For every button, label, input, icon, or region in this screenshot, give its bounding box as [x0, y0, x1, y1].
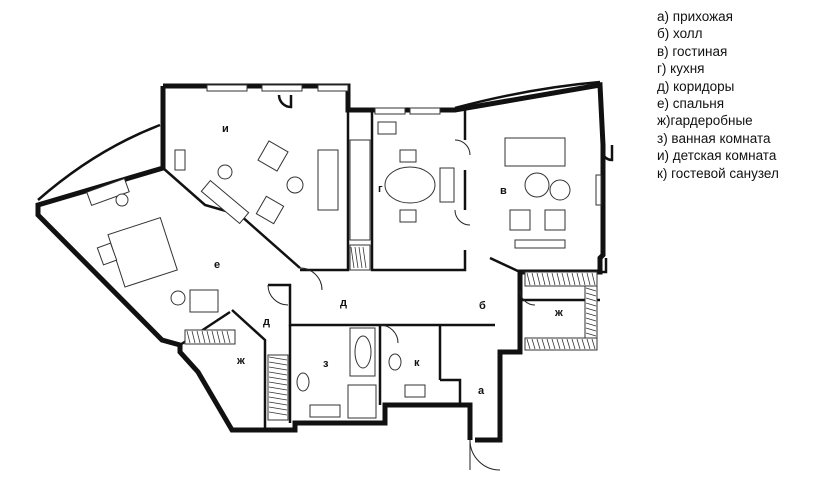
room-label-b: б	[479, 300, 486, 312]
hatch-line	[585, 332, 597, 337]
doors	[267, 139, 536, 471]
hatch-line	[268, 366, 288, 371]
hatch-line	[571, 338, 576, 350]
hatch-line	[206, 330, 211, 344]
hatch-line	[268, 406, 288, 411]
hatch-line	[591, 338, 596, 350]
hatch-line	[526, 338, 531, 350]
hatch-line	[350, 246, 355, 269]
hatch-line	[586, 272, 591, 286]
hatch-line	[585, 317, 597, 322]
hatch-line	[546, 338, 551, 350]
hatch-line	[226, 330, 231, 344]
wardrobe-hatching	[184, 244, 598, 421]
legend-item: г) кухня	[657, 61, 705, 77]
room-label-i: и	[222, 123, 229, 135]
hatch-line	[585, 297, 597, 302]
hatch-line	[551, 338, 556, 350]
hatch-line	[591, 272, 596, 286]
legend-item: и) детская комната	[657, 148, 777, 164]
room-label-k: к	[414, 357, 420, 369]
legend-item: е) спальня	[657, 96, 724, 112]
hatch-line	[576, 272, 581, 286]
hatch-line	[585, 292, 597, 297]
room-label-a: а	[478, 385, 485, 397]
hatch-line	[221, 330, 226, 344]
hatch-line	[586, 338, 591, 350]
hatch-line	[268, 376, 288, 381]
hatch-line	[196, 330, 201, 344]
hatch-line	[358, 246, 363, 269]
legend-item: в) гостиная	[657, 43, 728, 59]
hatch-line	[541, 338, 546, 350]
hatch-line	[556, 338, 561, 350]
hatch-line	[211, 330, 216, 344]
hatch-line	[585, 327, 597, 332]
hatch-line	[268, 396, 288, 401]
hatch-line	[268, 391, 288, 396]
hatch-line	[566, 338, 571, 350]
hatch-line	[561, 272, 566, 286]
hatch-line	[268, 411, 288, 416]
hatch-line	[268, 386, 288, 391]
hatch-line	[536, 338, 541, 350]
hatch-lines	[186, 246, 597, 416]
windows	[206, 84, 614, 206]
hatch-line	[201, 330, 206, 344]
room-label-d1: д	[340, 297, 347, 309]
hatch-line	[576, 338, 581, 350]
hatch-line	[526, 272, 531, 286]
room-label-z: з	[323, 358, 329, 370]
hatch-line	[585, 302, 597, 307]
hatch-line	[546, 272, 551, 286]
legend-item: б) холл	[657, 26, 703, 42]
hatch-line	[556, 272, 561, 286]
hatch-line	[585, 307, 597, 312]
bedroom-furniture	[86, 177, 219, 313]
hatch-line	[186, 330, 191, 344]
bathroom-fixtures	[296, 327, 426, 419]
legend-item: д) коридоры	[657, 78, 735, 94]
hatch-line	[531, 338, 536, 350]
kitchen-furniture	[349, 121, 455, 241]
hatch-line	[585, 312, 597, 317]
legend-item: а) прихожая	[657, 9, 733, 24]
legend-item: ж)гардеробные	[657, 113, 753, 129]
hatch-line	[268, 356, 288, 361]
hatch-line	[268, 371, 288, 376]
room-label-e: е	[214, 259, 220, 271]
hatch-line	[354, 246, 359, 269]
hatch-line	[571, 272, 576, 286]
hatch-line	[581, 338, 586, 350]
room-label-zh2: ж	[554, 307, 563, 319]
room-label-v: в	[500, 185, 507, 197]
room-labels: а б в г д д е ж ж з и к	[214, 123, 563, 397]
kids-furniture	[174, 140, 339, 225]
hatch-line	[541, 272, 546, 286]
hatch-line	[566, 272, 571, 286]
hatch-line	[191, 330, 196, 344]
hatch-line	[531, 272, 536, 286]
hatch-line	[268, 401, 288, 406]
hatch-line	[536, 272, 541, 286]
legend-item: з) ванная комната	[657, 130, 771, 146]
living-furniture	[504, 137, 571, 249]
legend-item: к) гостевой санузел	[657, 165, 779, 181]
hatch-line	[585, 322, 597, 327]
hatch-line	[561, 338, 566, 350]
room-label-zh1: ж	[236, 355, 245, 367]
hatch-line	[216, 330, 221, 344]
hatch-line	[581, 272, 586, 286]
room-label-g: г	[378, 183, 383, 195]
outer-walls	[35, 80, 608, 443]
hatch-line	[551, 272, 556, 286]
hatch-line	[585, 287, 597, 292]
hatch-line	[362, 246, 367, 269]
hatch-line	[268, 381, 288, 386]
room-label-d2: д	[263, 316, 270, 328]
hatch-line	[268, 361, 288, 366]
